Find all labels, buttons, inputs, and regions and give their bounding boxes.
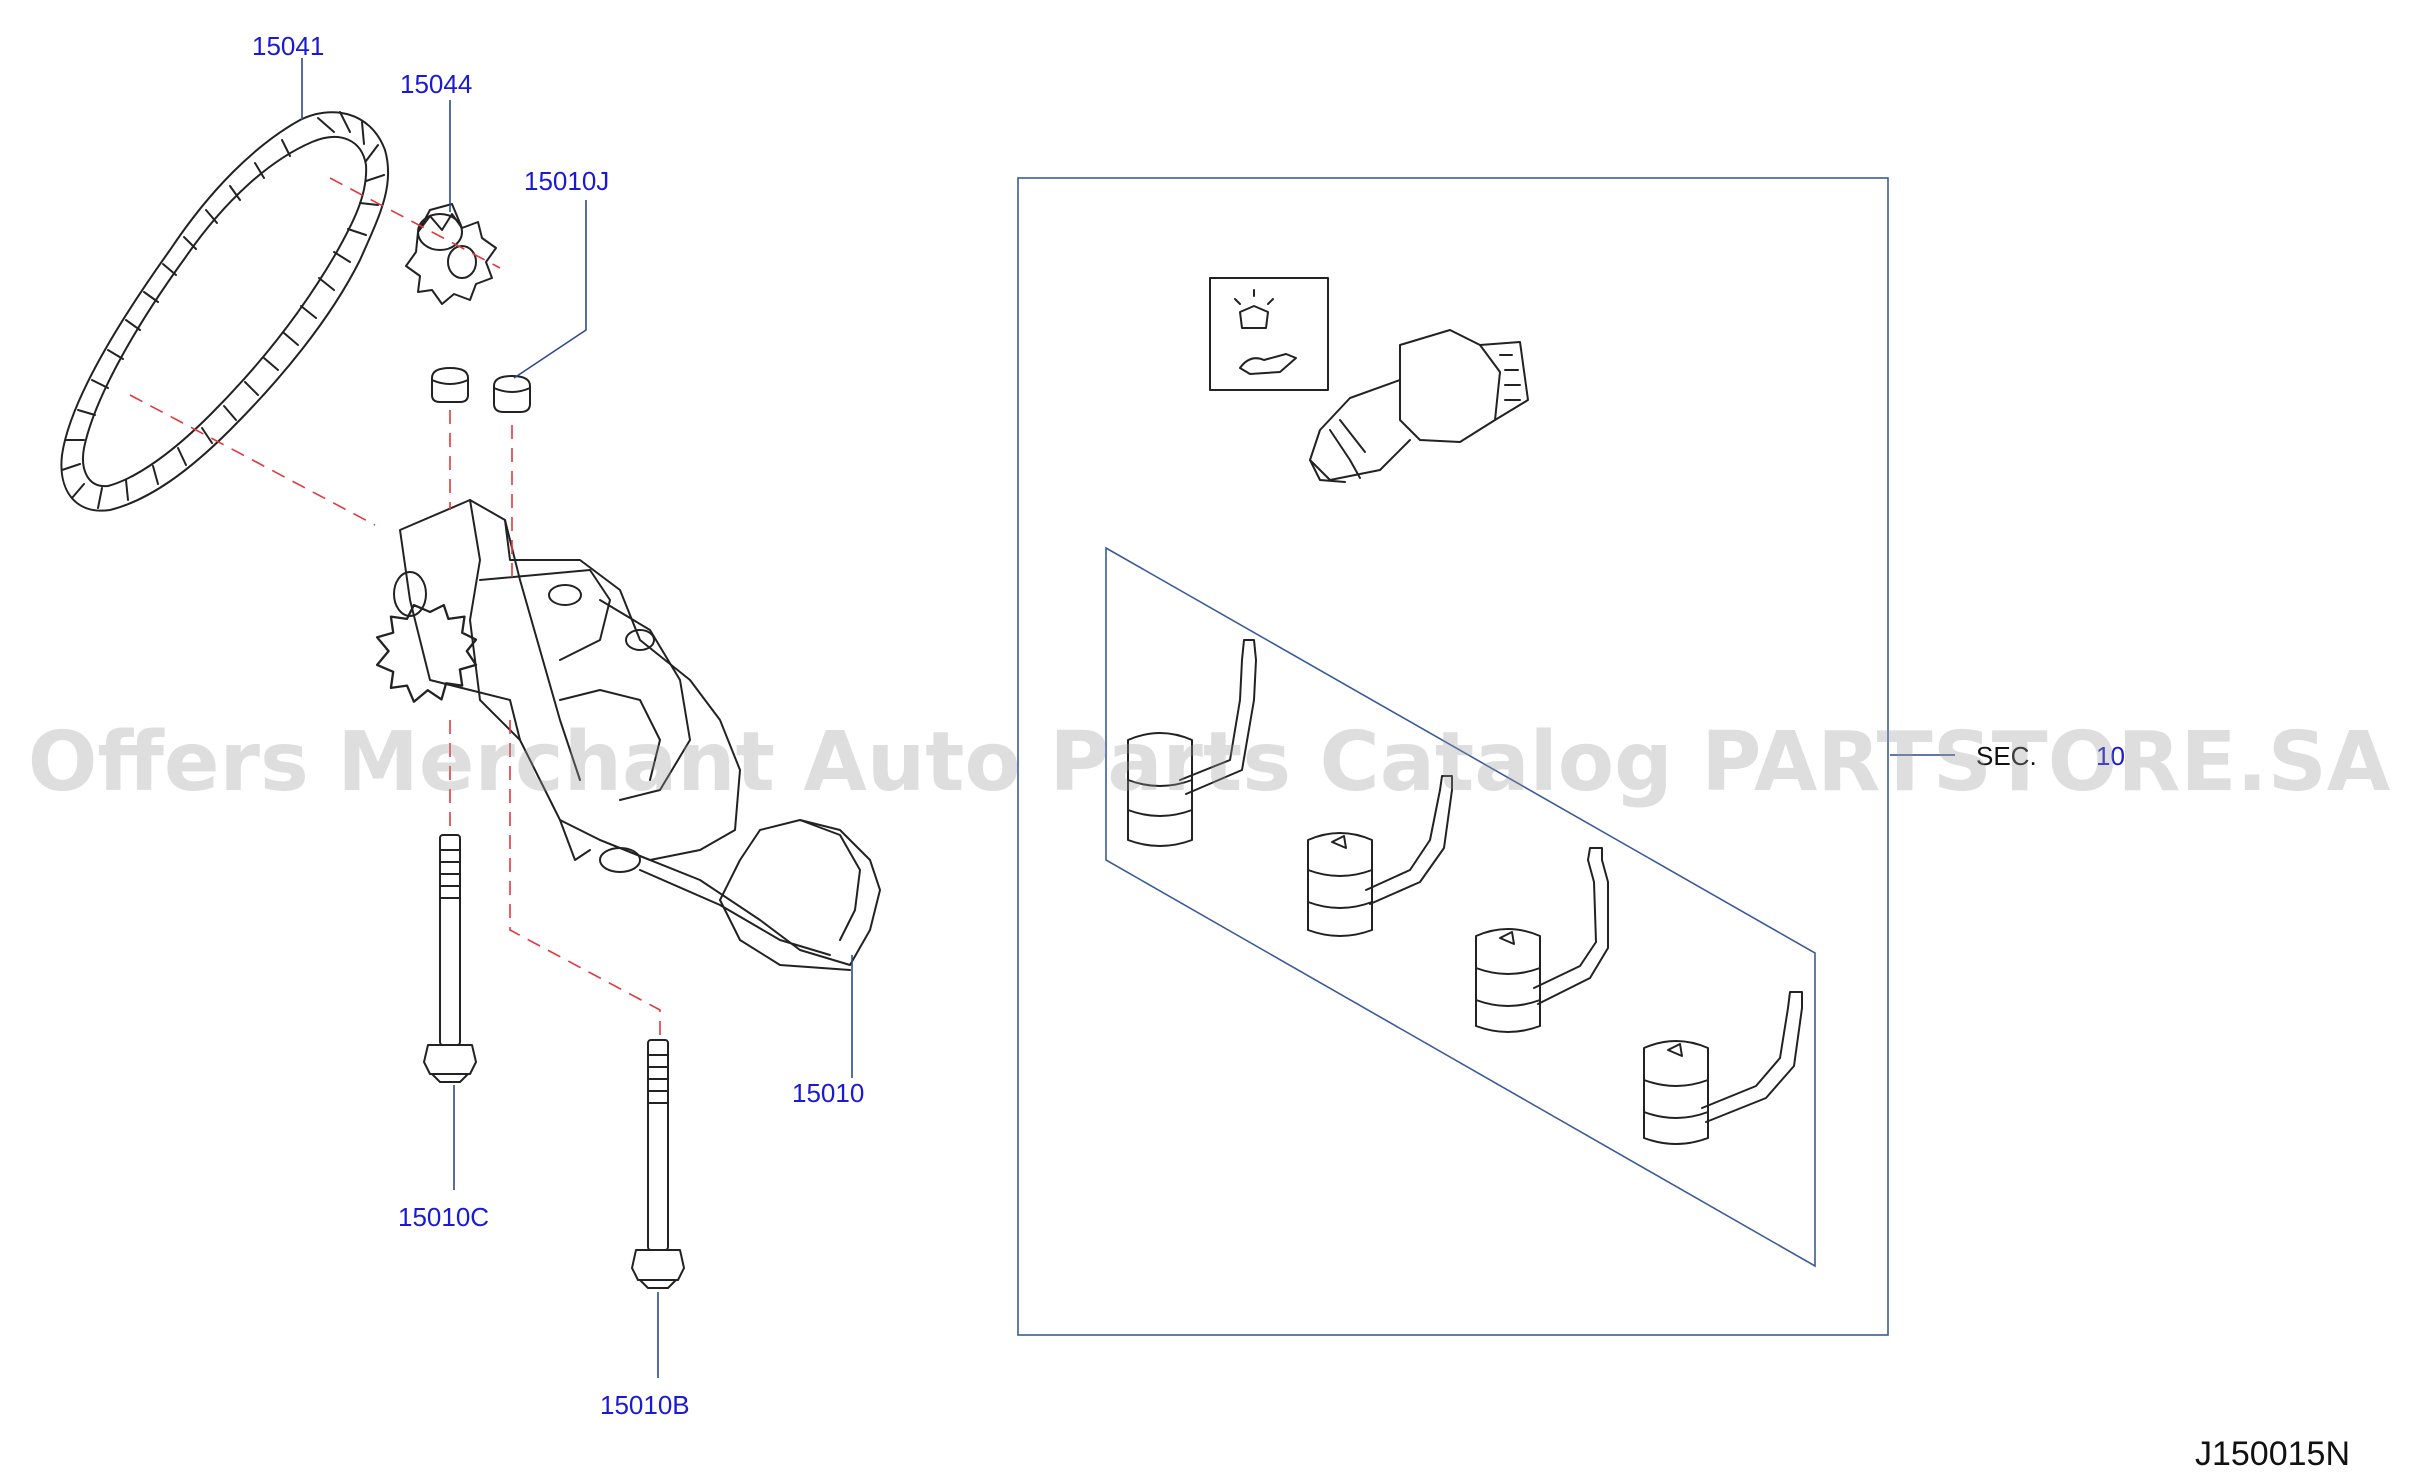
label-sprocket[interactable]: 15044 bbox=[400, 69, 472, 99]
dowel-pins-drawing bbox=[431, 367, 531, 413]
bolt-short-drawing bbox=[423, 834, 477, 1083]
section-prefix: SEC. bbox=[1976, 741, 2037, 771]
timing-chain-drawing bbox=[60, 111, 390, 512]
label-chain[interactable]: 15041 bbox=[252, 31, 324, 61]
assembly-center-lines bbox=[129, 177, 661, 1035]
label-bolt-short[interactable]: 15010C bbox=[398, 1202, 489, 1232]
label-bolt-long[interactable]: 15010B bbox=[600, 1390, 690, 1420]
oil-pressure-switch-drawing bbox=[1309, 329, 1529, 483]
section-number[interactable]: 10 bbox=[2096, 741, 2125, 771]
bolt-long-drawing bbox=[631, 1039, 685, 1289]
leader-lines bbox=[301, 58, 1955, 1378]
label-oil-pump[interactable]: 15010 bbox=[792, 1078, 864, 1108]
diagram-id: J150015N bbox=[2195, 1435, 2350, 1473]
watermark: Offers Merchant Auto Parts Catalog PARTS… bbox=[28, 715, 2391, 810]
sprocket-drawing bbox=[405, 203, 497, 305]
label-dowel[interactable]: 15010J bbox=[524, 166, 609, 196]
sensor-panel bbox=[1017, 177, 1889, 1336]
oil-jet-pieces-drawing bbox=[1127, 639, 1803, 1145]
oil-pump-drawing bbox=[375, 499, 881, 971]
section-reference[interactable]: SEC. 10 bbox=[1976, 741, 2125, 771]
